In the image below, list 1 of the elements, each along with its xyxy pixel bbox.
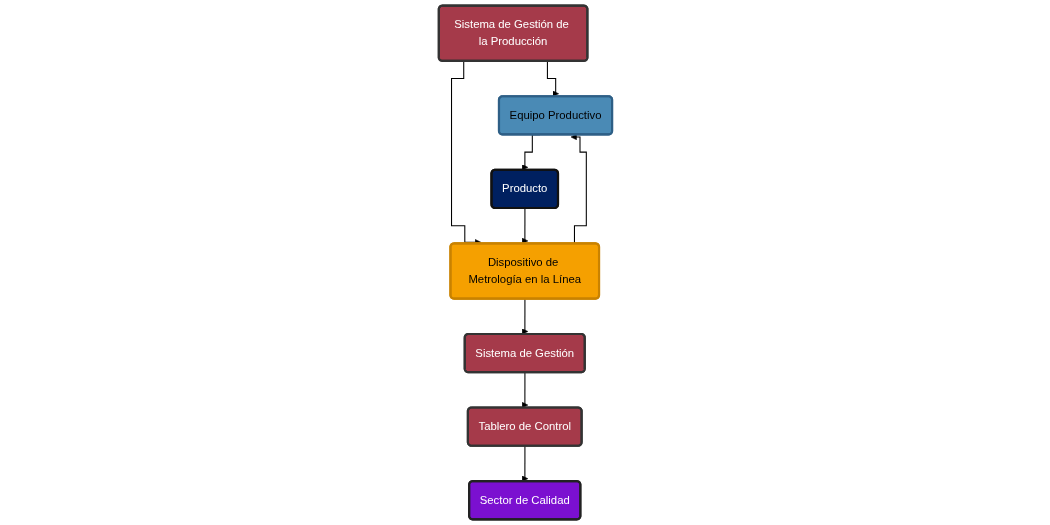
arrow bbox=[521, 445, 528, 482]
